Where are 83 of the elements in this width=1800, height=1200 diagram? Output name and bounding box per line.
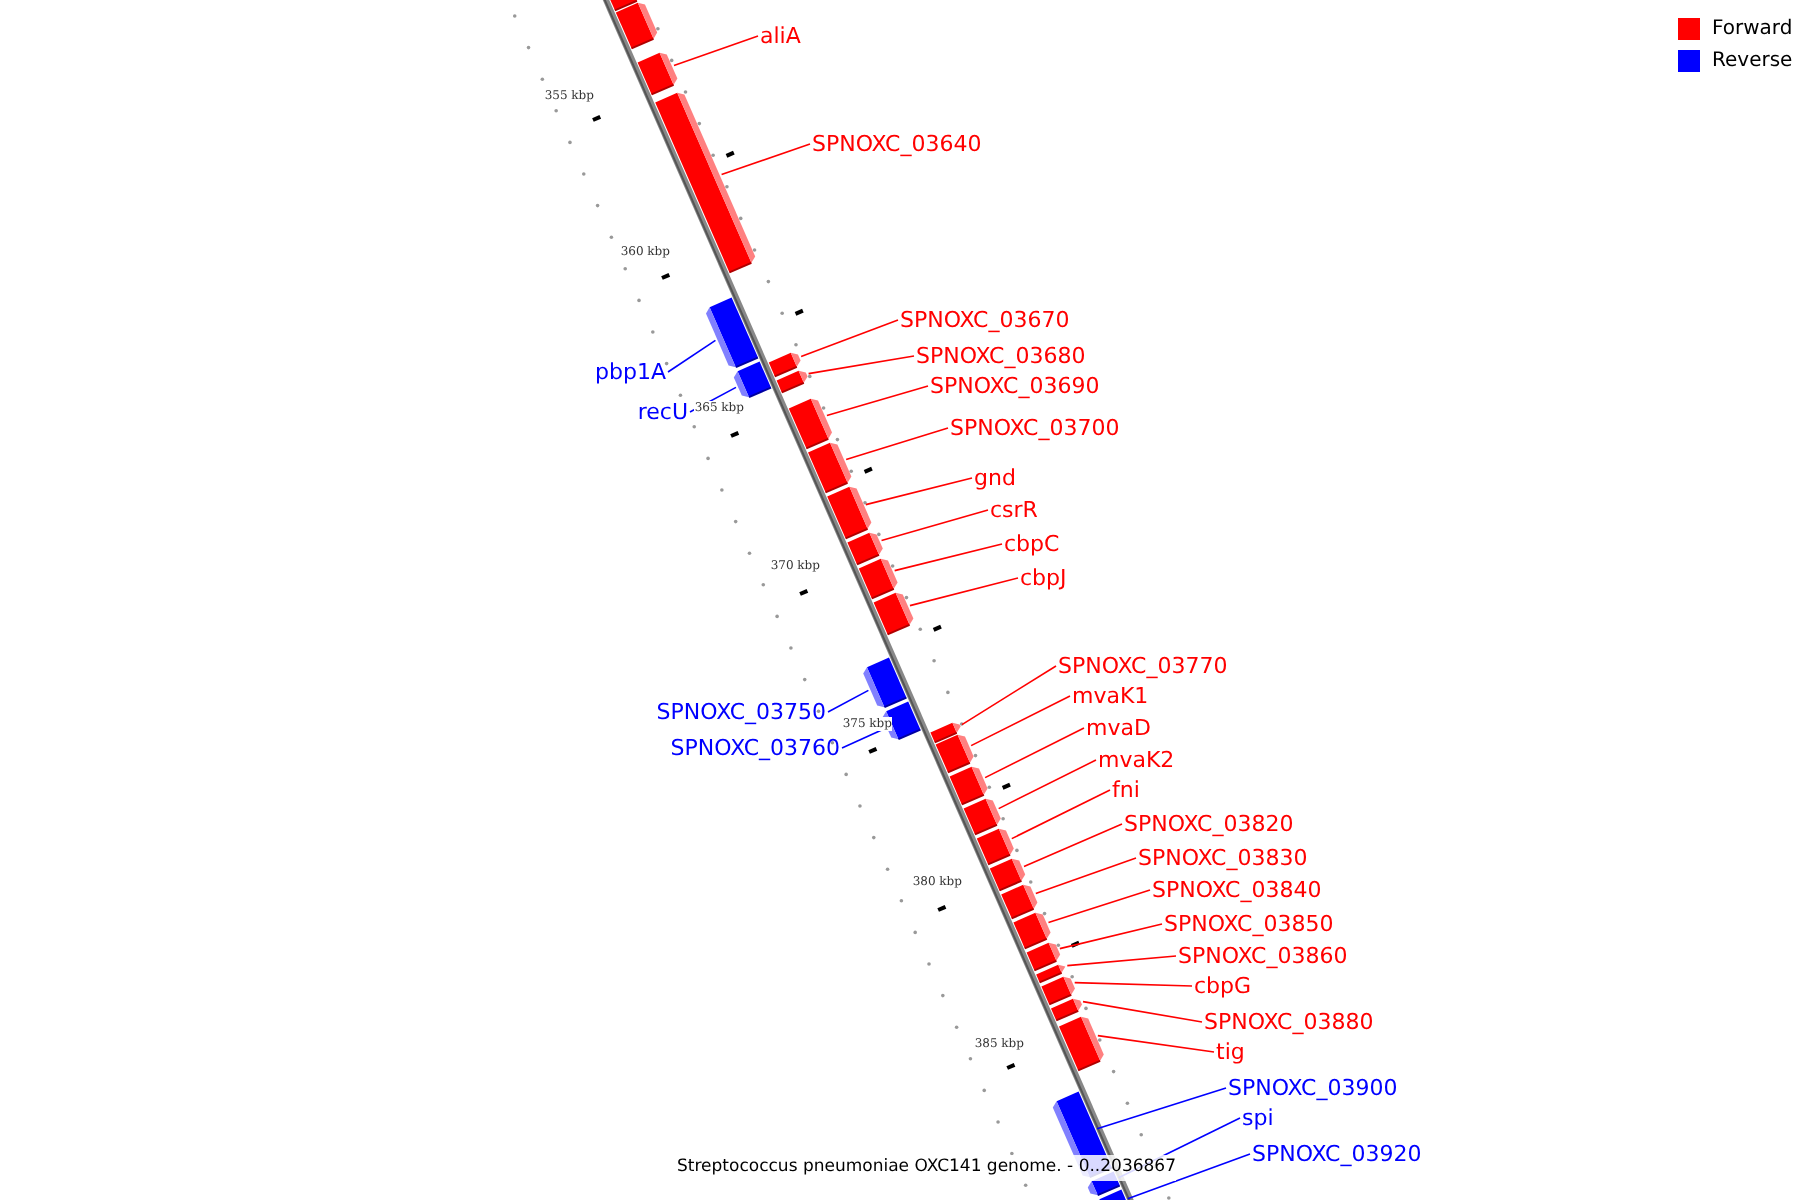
gene-block	[1051, 998, 1082, 1022]
gene-block	[788, 398, 832, 450]
leader-line	[1035, 857, 1137, 895]
leader-line	[1059, 923, 1163, 950]
gene-block	[733, 361, 772, 399]
gene-block	[1001, 884, 1038, 920]
leader-line	[807, 355, 915, 375]
gene-label: tig	[1216, 1039, 1245, 1065]
leader-line	[961, 665, 1057, 726]
gene-block	[858, 558, 898, 600]
leader-line	[845, 427, 949, 461]
gene-block	[808, 442, 852, 494]
leader-line	[720, 143, 811, 176]
leader-line	[1097, 1034, 1215, 1053]
gene-label: aliA	[760, 23, 801, 49]
leader-line	[970, 695, 1071, 747]
gene-label: SPNOXC_03900	[1228, 1075, 1398, 1101]
gene-block	[976, 828, 1014, 866]
gene-label: pbp1A	[595, 359, 666, 385]
gene-label: SPNOXC_03860	[1178, 943, 1348, 969]
gene-label: cbpJ	[1020, 565, 1067, 591]
leader-line	[893, 543, 1003, 572]
gene-label: SPNOXC_03880	[1204, 1009, 1374, 1035]
gene-label: SPNOXC_03640	[812, 131, 982, 157]
leader-line	[1047, 889, 1151, 924]
leader-line	[1023, 823, 1123, 868]
gene-label: SPNOXC_03700	[950, 415, 1120, 441]
leader-line	[909, 577, 1019, 607]
gene-block	[706, 297, 759, 369]
gene-block	[1059, 1016, 1104, 1072]
legend-label: Forward	[1712, 18, 1793, 40]
gene-label: SPNOXC_03670	[900, 307, 1070, 333]
gene-block	[949, 766, 988, 806]
gene-label: SPNOXC_03690	[930, 373, 1100, 399]
gene-label: gnd	[974, 465, 1016, 491]
gene-label: SPNOXC_03840	[1152, 877, 1322, 903]
gene-block	[615, 2, 658, 50]
gene-label: SPNOXC_03920	[1252, 1141, 1422, 1167]
legend-label: Reverse	[1712, 50, 1793, 72]
gene-block	[930, 722, 961, 744]
gene-block	[873, 592, 914, 636]
leader-line	[1010, 789, 1111, 840]
leader-line	[880, 509, 989, 542]
gene-label: SPNOXC_03820	[1124, 811, 1294, 837]
gene-label: recU	[637, 399, 688, 425]
gene-label: mvaK2	[1098, 747, 1175, 773]
gene-label: mvaD	[1086, 715, 1151, 741]
gene-block	[1013, 912, 1051, 950]
gene-block	[768, 352, 801, 378]
gene-label: SPNOXC_03750	[656, 699, 826, 725]
gene-label: SPNOXC_03850	[1164, 911, 1334, 937]
leader-line	[673, 35, 759, 67]
leader-line	[997, 759, 1097, 810]
leader-line	[1096, 1087, 1227, 1130]
leader-line	[865, 477, 973, 506]
gene-label: csrR	[990, 497, 1038, 523]
gene-label: cbpC	[1004, 531, 1060, 557]
genome-title: Streptococcus pneumoniae OXC141 genome. - 0..2036867	[677, 1155, 1176, 1181]
leader-line	[800, 319, 899, 358]
gene-block	[1036, 964, 1066, 984]
gene-block	[1095, 1189, 1131, 1200]
leader-line	[1082, 1000, 1203, 1023]
gene-block	[863, 657, 908, 709]
leader-line	[1066, 955, 1177, 967]
gene-label: cbpG	[1194, 973, 1252, 999]
leader-line	[1073, 981, 1193, 987]
gene-label: mvaK1	[1072, 683, 1149, 709]
gene-label: SPNOXC_03760	[670, 735, 840, 761]
gene-label: spi	[1242, 1105, 1274, 1131]
gene-label: SPNOXC_03770	[1058, 653, 1228, 679]
gene-block	[963, 798, 1001, 836]
gene-block	[637, 52, 678, 96]
gene-label: fni	[1112, 777, 1140, 803]
leader-line	[826, 385, 929, 417]
leader-line	[984, 727, 1085, 779]
gene-label: SPNOXC_03680	[916, 343, 1086, 369]
leader-line	[667, 339, 717, 373]
leader-line	[1126, 1153, 1251, 1200]
gene-block	[989, 858, 1026, 892]
leader-line	[827, 689, 870, 713]
gene-block	[847, 532, 883, 566]
gene-block	[776, 370, 808, 394]
gene-label: SPNOXC_03830	[1138, 845, 1308, 871]
